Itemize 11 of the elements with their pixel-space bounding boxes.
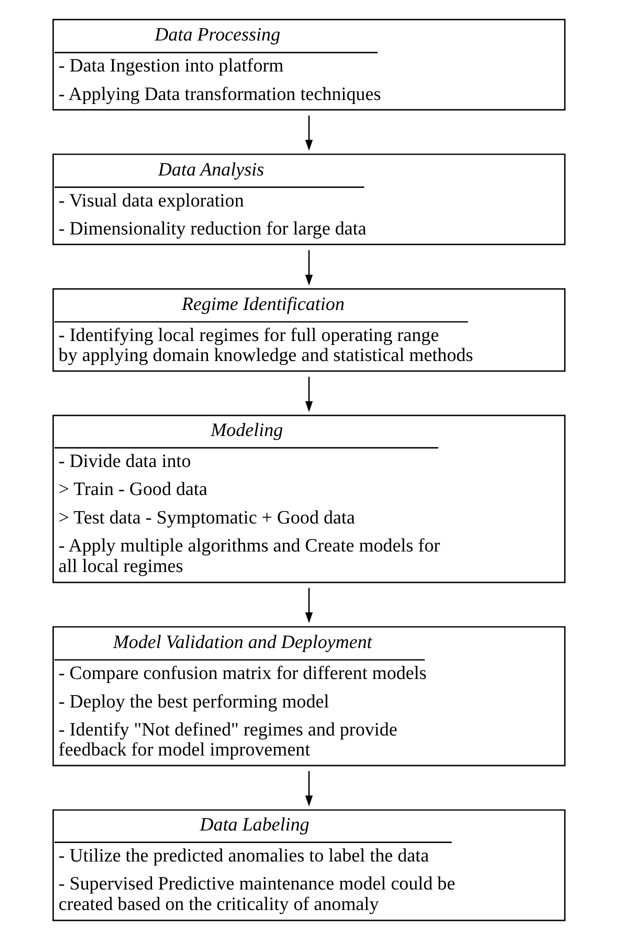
node-box: Regime Identification - Identifying local regimes for full operating range by applying domain knowledge and statistical methods <box>52 288 566 372</box>
node-box: Data Analysis - Visual data exploration - Dimensionality reduction for large data <box>52 154 566 246</box>
arrow <box>305 116 313 151</box>
arrow <box>305 771 313 806</box>
node-box: Data Processing - Data Ingestion into platform - Applying Data transformation techniques <box>52 18 566 110</box>
node-box: Modeling - Divide data into > Train - Good data > Test data - Symptomatic + Good data - Apply multiple algorithms and Create models for all local regimes <box>52 414 566 584</box>
arrow <box>305 588 313 624</box>
arrow <box>305 250 313 286</box>
arrow <box>305 376 313 412</box>
node-box: Data Labeling - Utilize the predicted anomalies to label the data - Supervised Predictive maintenance model could be created based on the criticality of anomaly <box>52 809 566 922</box>
node-box: Model Validation and Deployment - Compare confusion matrix for different models - Deploy the best performing model - Identify "Not defined" regimes and provide feedback for model improvement <box>52 626 566 766</box>
